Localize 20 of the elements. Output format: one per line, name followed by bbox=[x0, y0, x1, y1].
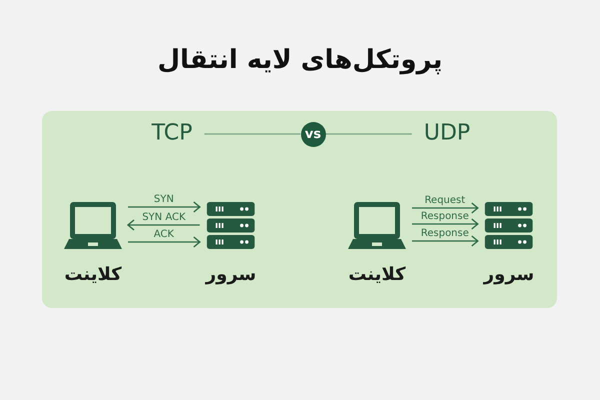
arrow bbox=[127, 219, 200, 231]
arrow bbox=[412, 202, 478, 214]
column-heading: TCP bbox=[152, 120, 192, 146]
device-label: سرور bbox=[484, 264, 534, 286]
column-heading: UDP bbox=[424, 120, 470, 146]
device-label: کلاینت bbox=[64, 264, 122, 286]
versus-badge: vs bbox=[300, 122, 326, 146]
device-label: کلاینت bbox=[348, 264, 406, 286]
arrow bbox=[412, 235, 478, 247]
edge-label: Request bbox=[422, 195, 468, 207]
comparison-panel bbox=[42, 111, 557, 308]
edge-label: Response bbox=[418, 228, 471, 240]
edge-label: Response bbox=[418, 211, 471, 223]
arrow bbox=[412, 218, 478, 230]
connector-line bbox=[204, 133, 300, 135]
connector-line bbox=[326, 133, 412, 135]
arrow bbox=[128, 201, 200, 213]
arrow bbox=[128, 236, 200, 248]
title: پروتکل‌های لایه انتقال bbox=[157, 45, 443, 75]
device-label: سرور bbox=[206, 264, 256, 286]
